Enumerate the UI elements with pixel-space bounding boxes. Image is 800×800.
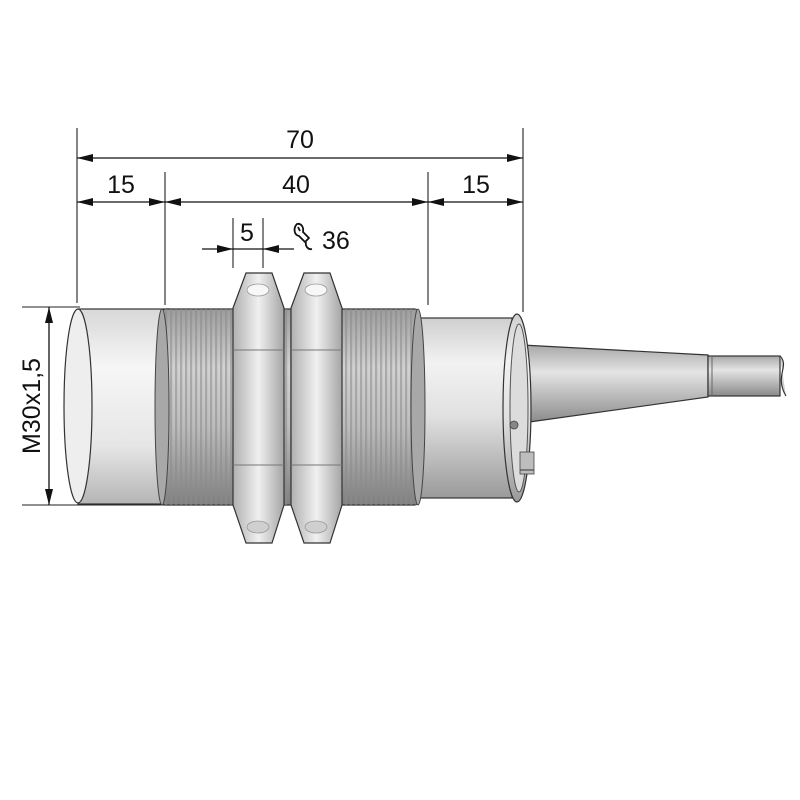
wrench-size-label: 36 — [322, 227, 350, 255]
sensor-cap — [63, 308, 171, 505]
thread-length-label: 40 — [282, 171, 310, 199]
sensor-body — [63, 272, 787, 544]
nut-thickness-label: 5 — [240, 219, 254, 247]
rear-length-label: 15 — [462, 171, 490, 199]
cable — [521, 344, 787, 424]
extension-lines — [22, 128, 524, 506]
thread-spec-label: M30x1,5 — [18, 358, 46, 454]
front-length-label: 15 — [107, 171, 135, 199]
lock-nut-rear — [290, 272, 343, 544]
overall-length-label: 70 — [286, 126, 314, 154]
lock-nut-front — [232, 272, 285, 544]
dimension-lines — [45, 154, 523, 505]
wrench-icon — [293, 222, 313, 251]
rear-housing — [411, 313, 535, 503]
threaded-body — [154, 308, 426, 506]
